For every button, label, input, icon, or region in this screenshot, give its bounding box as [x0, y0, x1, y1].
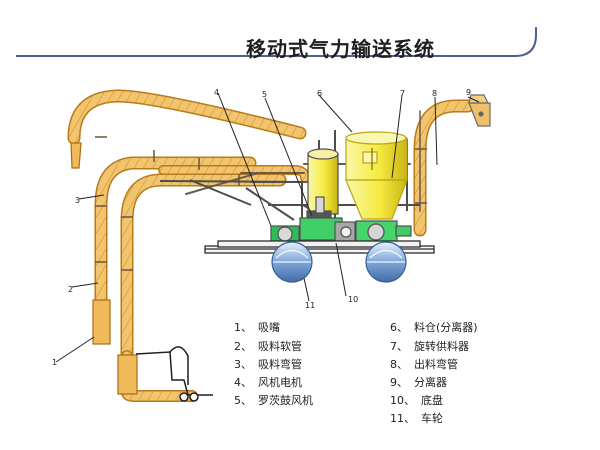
callout-label-5: 5 [262, 90, 268, 99]
callout-label-1: 1 [52, 358, 58, 367]
callout-lines [55, 92, 480, 363]
callout-label-3: 3 [75, 196, 81, 205]
callout-label-9: 9 [466, 88, 472, 97]
page-title: 移动式气力输送系统 [246, 37, 435, 61]
callout-label-7: 7 [400, 89, 406, 98]
callout-label-11: 11 [305, 301, 316, 310]
suction-nozzle [70, 142, 138, 395]
blower-assembly [270, 148, 412, 245]
hose-clamps [95, 136, 427, 271]
callout-label-6: 6 [317, 89, 323, 98]
outlet-separator [468, 94, 491, 127]
material-bin [345, 131, 408, 220]
title-frame-line [16, 27, 537, 57]
suction-cart [135, 346, 213, 402]
callout-label-2: 2 [68, 285, 74, 294]
callout-label-10: 10 [348, 295, 359, 304]
callout-label-8: 8 [432, 89, 438, 98]
callout-label-4: 4 [214, 88, 220, 97]
wheels [271, 241, 407, 283]
